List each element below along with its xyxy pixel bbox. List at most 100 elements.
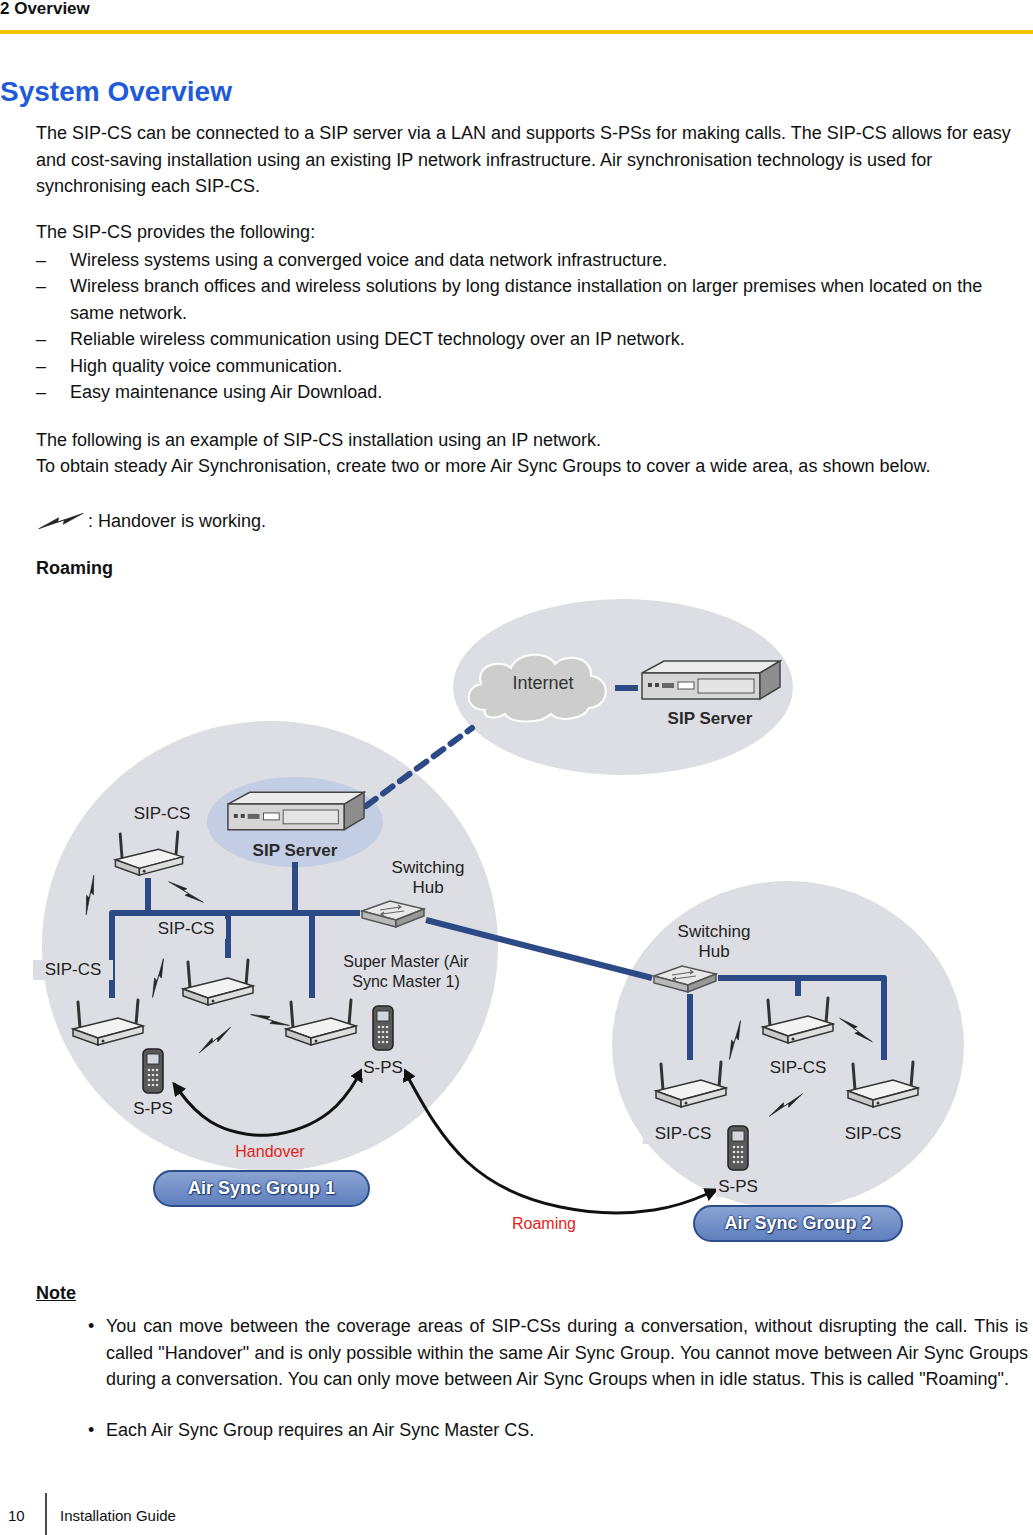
text-block: High quality voice communication. xyxy=(70,353,1025,380)
lan-cable xyxy=(148,878,360,913)
cs-icon xyxy=(70,998,146,1048)
cs-drawing xyxy=(656,1062,726,1107)
text-block: Roaming xyxy=(36,555,336,582)
text-block: The SIP-CS provides the following: xyxy=(36,219,1026,246)
text-block: Easy maintenance using Air Download. xyxy=(70,379,1025,406)
list-marker: • xyxy=(88,1313,108,1340)
list-marker: – xyxy=(36,353,66,380)
phone-icon xyxy=(726,1125,750,1171)
handover-symbol xyxy=(840,1011,873,1050)
node-label: SIP-CS xyxy=(146,919,226,939)
list-marker: – xyxy=(36,379,66,406)
text-block: To obtain steady Air Synchronisation, cr… xyxy=(36,453,1026,480)
node-label: S-PS xyxy=(362,1058,404,1078)
cs-icon xyxy=(110,830,188,878)
phone-icon xyxy=(141,1048,165,1094)
text-block: Installation Guide xyxy=(60,1506,360,1526)
node-label: Switching Hub xyxy=(386,858,470,898)
super-master-cs: Super Master (Air Sync Master 1) xyxy=(283,998,359,1048)
list-marker: • xyxy=(88,1417,108,1444)
phone-drawing xyxy=(728,1126,748,1170)
cs-icon xyxy=(283,998,359,1048)
cs-drawing xyxy=(848,1062,918,1107)
internet-link xyxy=(366,728,472,806)
sip-cs: SIP-CS xyxy=(110,830,188,878)
handover-symbol xyxy=(169,873,204,911)
node-label: SIP-CS xyxy=(833,1124,913,1144)
list-marker: – xyxy=(36,247,66,274)
movement-arrow xyxy=(174,1070,362,1135)
group-area xyxy=(612,881,964,1209)
text-block: Wireless branch offices and wireless sol… xyxy=(70,273,1025,326)
server-icon xyxy=(638,657,782,703)
footer-rule xyxy=(45,1493,47,1535)
cs-icon xyxy=(180,958,256,1008)
text-block: The SIP-CS can be connected to a SIP ser… xyxy=(36,120,1026,200)
handover-symbol xyxy=(251,1004,290,1037)
cs-drawing xyxy=(763,998,833,1043)
s-ps-handset: S-PS xyxy=(362,1005,404,1079)
list-marker: – xyxy=(36,273,66,300)
handover-symbol xyxy=(142,959,175,998)
text-block: Each Air Sync Group requires an Air Sync… xyxy=(106,1417,1028,1444)
node-label: SIP-CS xyxy=(33,960,113,980)
group-badge: Air Sync Group 2 xyxy=(693,1205,903,1242)
node-label: SIP Server xyxy=(224,841,366,861)
node-label: S-PS xyxy=(716,1177,760,1197)
text-block: 2 Overview xyxy=(0,0,300,19)
node-label: SIP-CS xyxy=(122,804,202,824)
handover-symbol xyxy=(39,513,83,529)
node-label: S-PS xyxy=(132,1099,174,1119)
phone-drawing xyxy=(143,1049,163,1093)
cs-icon xyxy=(653,1060,729,1110)
node-label: Super Master (Air Sync Master 1) xyxy=(320,952,492,992)
text-block: The following is an example of SIP-CS in… xyxy=(36,427,1026,454)
s-ps-handset: S-PS xyxy=(132,1048,174,1120)
s-ps-handset: S-PS xyxy=(716,1125,760,1199)
hub-icon xyxy=(360,897,426,929)
sip-server: SIP Server xyxy=(224,788,366,862)
handover-symbols xyxy=(75,873,873,1116)
handover-symbol xyxy=(719,1021,752,1060)
lan-cable xyxy=(295,862,360,913)
node-label: Switching Hub xyxy=(672,922,756,962)
text-block: Wireless systems using a converged voice… xyxy=(70,247,1025,274)
phone-drawing xyxy=(373,1006,393,1050)
node-label: Internet xyxy=(485,673,601,693)
server-icon xyxy=(224,788,366,834)
text-block: Note xyxy=(36,1280,236,1307)
internet-cloud: Internet xyxy=(455,640,615,728)
server-drawing xyxy=(642,661,780,699)
legend-sample xyxy=(37,511,85,531)
cs-drawing xyxy=(183,960,253,1005)
lan-cable xyxy=(687,994,693,1060)
phone-icon xyxy=(371,1005,395,1051)
list-marker: – xyxy=(36,326,66,353)
switching-hub: Switching Hub xyxy=(360,897,426,929)
cs-drawing xyxy=(73,1000,143,1045)
cs-drawing xyxy=(286,1000,356,1045)
switching-hub: Switching Hub xyxy=(652,962,718,994)
legend-text: : Handover is working. xyxy=(88,508,266,535)
page-title: System Overview xyxy=(0,76,232,108)
lan-cable xyxy=(718,978,884,1060)
group-badge: Air Sync Group 1 xyxy=(153,1170,370,1207)
sip-server: SIP Server xyxy=(638,657,782,729)
handover-symbol xyxy=(766,1094,806,1117)
node-label: SIP-CS xyxy=(643,1124,723,1144)
server-area xyxy=(207,777,383,867)
group-area xyxy=(42,721,498,1171)
hub-icon xyxy=(652,962,718,994)
edge-label: Handover xyxy=(232,1142,307,1162)
sip-cs: SIP-CS xyxy=(653,1060,729,1110)
sip-cs: SIP-CS xyxy=(760,996,836,1046)
sip-cs: SIP-CS xyxy=(845,1060,921,1110)
cs-icon xyxy=(760,996,836,1046)
cs-drawing xyxy=(115,832,182,875)
text-block: Reliable wireless communication using DE… xyxy=(70,326,1025,353)
list-marker: 10 xyxy=(8,1506,48,1526)
sip-cs: SIP-CS xyxy=(70,998,146,1048)
server-drawing xyxy=(228,792,364,829)
